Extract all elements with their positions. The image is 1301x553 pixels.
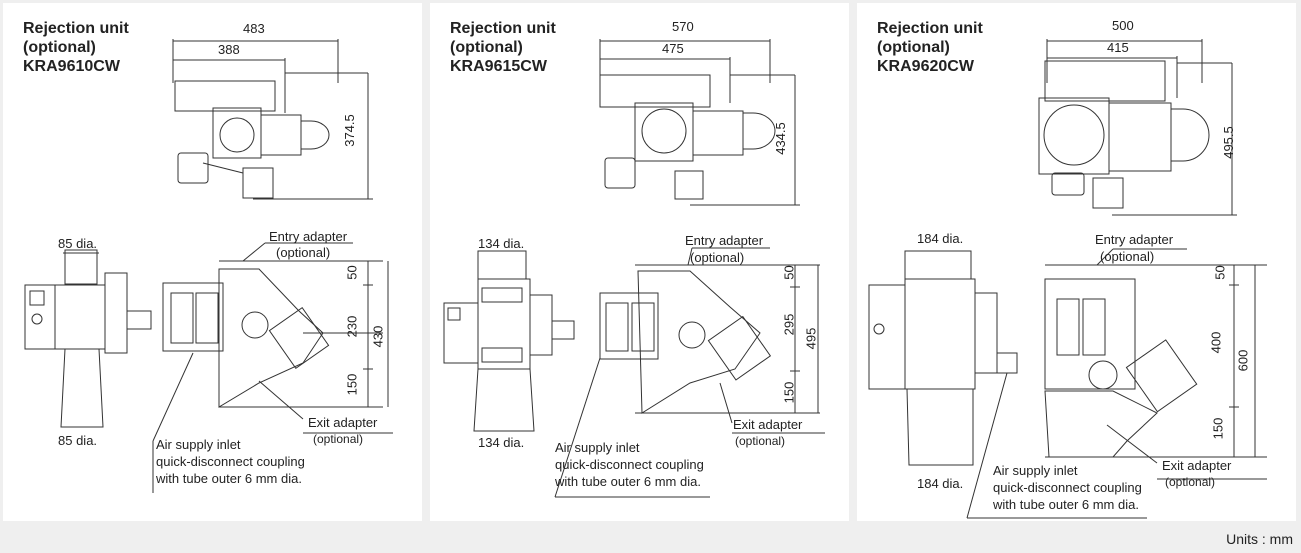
- dim-top-inner: 475: [662, 41, 684, 56]
- dia-bottom: 85 dia.: [58, 433, 98, 448]
- exit-adapter: Exit adapter: [1162, 458, 1232, 473]
- dim-top-inner: 388: [218, 42, 240, 57]
- title: Rejection unit (optional) KRA9620CW: [877, 20, 983, 75]
- dim-total: 495: [803, 327, 819, 350]
- panel-kra9615cw: Rejection unit (optional) KRA9615CW 570 …: [430, 3, 849, 521]
- title: Rejection unit (optional) KRA9610CW: [23, 20, 129, 75]
- entry-adapter-optional: (optional): [1100, 249, 1155, 264]
- dim-150: 150: [781, 381, 797, 404]
- dim-top-total: 570: [672, 19, 694, 34]
- exit-adapter: Exit adapter: [308, 415, 378, 430]
- dim-top-inner: 415: [1107, 40, 1129, 55]
- dim-top-total: 500: [1112, 18, 1134, 33]
- air-supply-note: Air supply inlet quick-disconnect coupli…: [156, 437, 305, 486]
- entry-adapter: Entry adapter: [1095, 232, 1174, 247]
- panel-kra9610cw: Rejection unit (optional) KRA9610CW 483 …: [3, 3, 422, 521]
- entry-adapter: Entry adapter: [269, 229, 348, 244]
- units-label: Units : mm: [1226, 531, 1293, 547]
- panel-kra9620cw: Rejection unit (optional) KRA9620CW 500 …: [857, 3, 1296, 521]
- dim-150: 150: [344, 373, 360, 396]
- air-supply-note: Air supply inlet quick-disconnect coupli…: [993, 463, 1142, 512]
- exit-adapter-optional: (optional): [1165, 475, 1216, 489]
- dim-50: 50: [1212, 265, 1228, 280]
- dim-50: 50: [344, 265, 360, 280]
- air-supply-note: Air supply inlet quick-disconnect coupli…: [555, 440, 704, 489]
- dim-middle: 295: [781, 313, 797, 336]
- drawing-kra9610cw: [24, 39, 393, 493]
- exit-adapter: Exit adapter: [733, 417, 803, 432]
- exit-adapter-optional: (optional): [735, 434, 786, 448]
- dia-bottom: 134 dia.: [478, 435, 525, 450]
- title: Rejection unit (optional) KRA9615CW: [450, 20, 556, 75]
- dim-top-total: 483: [243, 21, 265, 36]
- dia-top: 134 dia.: [478, 236, 525, 251]
- entry-adapter: Entry adapter: [685, 233, 764, 248]
- dim-middle: 400: [1208, 331, 1224, 354]
- dim-height-top: 434.5: [772, 122, 788, 155]
- dim-height-top: 495.5: [1220, 126, 1236, 159]
- dim-total: 600: [1235, 349, 1251, 372]
- dim-150: 150: [1210, 417, 1226, 440]
- dim-middle: 230: [344, 315, 360, 338]
- dim-total: 430: [370, 325, 386, 348]
- exit-adapter-optional: (optional): [313, 432, 364, 446]
- dia-top: 85 dia.: [58, 236, 98, 251]
- drawing-kra9620cw: [868, 39, 1267, 519]
- dim-50: 50: [781, 265, 797, 280]
- dim-height-top: 374.5: [341, 114, 357, 147]
- entry-adapter-optional: (optional): [276, 245, 331, 260]
- entry-adapter-optional: (optional): [690, 250, 745, 265]
- drawing-kra9615cw: [443, 39, 825, 498]
- dia-top: 184 dia.: [917, 231, 964, 246]
- dia-bottom: 184 dia.: [917, 476, 964, 491]
